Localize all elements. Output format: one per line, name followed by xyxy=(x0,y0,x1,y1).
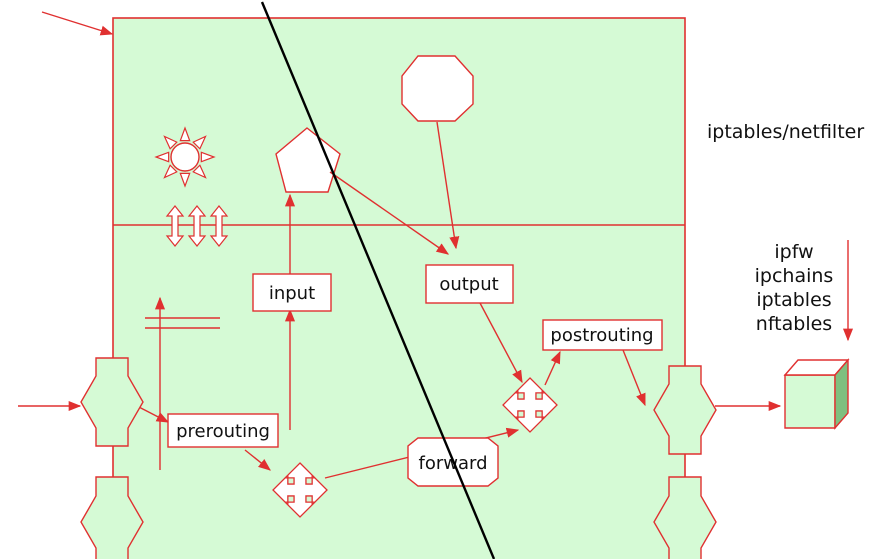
pentagon-to-output-arrow xyxy=(329,171,450,255)
diagram-title: iptables/netfilter xyxy=(707,121,864,143)
ingress-to-prerouting-arrow xyxy=(134,404,170,423)
routing-to-postrouting-arrow xyxy=(544,350,561,386)
chain-output: output xyxy=(425,264,514,304)
tool-history-list: ipfw ipchains iptables nftables xyxy=(755,241,834,335)
sun-icon xyxy=(154,126,216,188)
interface-connector-icon xyxy=(80,357,144,447)
double-bar-icon xyxy=(145,317,220,329)
svg-text:output: output xyxy=(439,274,498,295)
chain-postrouting: postrouting xyxy=(542,319,663,351)
tool-history-item: nftables xyxy=(756,313,832,335)
svg-text:prerouting: prerouting xyxy=(176,421,270,442)
cube-icon xyxy=(783,358,850,430)
chain-input: input xyxy=(252,273,332,312)
prerouting-to-routing-arrow xyxy=(244,449,271,471)
routing-decision-icon xyxy=(502,377,558,433)
svg-text:input: input xyxy=(269,283,315,304)
routing-decision-icon xyxy=(272,462,328,518)
interface-connector-icon xyxy=(653,476,717,559)
triple-double-arrow-icon xyxy=(165,205,229,247)
tool-history-item: ipchains xyxy=(755,265,834,287)
kernel-panel xyxy=(112,17,686,559)
entry-arrow xyxy=(41,11,114,36)
divider-line xyxy=(260,1,496,559)
tool-history-item: ipfw xyxy=(774,241,813,263)
output-to-routing-arrow xyxy=(479,302,523,384)
interface-connector-icon xyxy=(653,365,717,455)
tool-history-item: iptables xyxy=(756,289,831,311)
chain-prerouting: prerouting xyxy=(167,413,279,448)
pentagon-process-icon xyxy=(275,127,341,193)
interface-connector-icon xyxy=(80,476,144,559)
octagon-to-output-arrow xyxy=(436,121,460,250)
svg-text:postrouting: postrouting xyxy=(550,325,653,346)
octagon-process-icon xyxy=(401,55,474,122)
postrouting-to-exit-arrow xyxy=(622,349,646,407)
